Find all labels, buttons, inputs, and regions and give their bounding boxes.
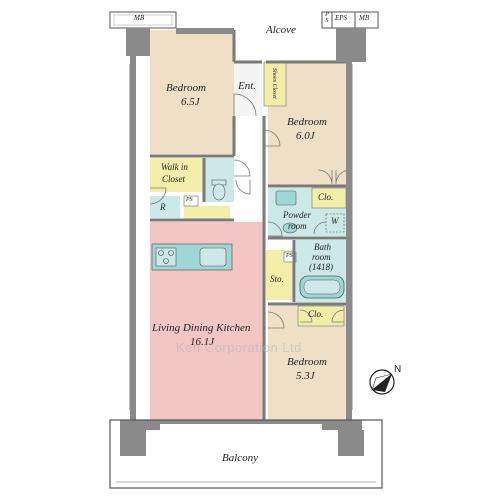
compass-n-label: N xyxy=(394,364,402,375)
washer-label: W xyxy=(331,216,339,226)
ps-mid-label: PS xyxy=(186,197,193,203)
bedroom-ne-size: 6.0J xyxy=(296,130,315,142)
stove xyxy=(155,247,177,267)
outer-walls xyxy=(120,28,366,456)
r-closet-label: R xyxy=(160,202,166,212)
walk-in-closet-label-2: Closet xyxy=(162,174,186,184)
powder-room-label-1: Powder xyxy=(283,210,311,220)
bath-room-label-1: Bath xyxy=(314,242,331,252)
wash-basin xyxy=(275,190,297,206)
storage-small-floor xyxy=(184,206,230,220)
ps-bath-box xyxy=(283,251,297,263)
ps-top-label: P S xyxy=(325,12,329,24)
watermark: Ken Corporation Ltd xyxy=(176,340,302,355)
clo-lower-floor xyxy=(297,305,345,327)
bedroom-nw-floor xyxy=(150,30,234,154)
walk-in-closet-floor xyxy=(150,158,204,192)
ldk-name: Living Dining Kitchen xyxy=(152,322,251,334)
r-closet-floor xyxy=(150,196,180,218)
ldk-size: 16.1J xyxy=(190,336,215,348)
eps-label: EPS xyxy=(335,14,348,22)
bath-room-label-3: (1418) xyxy=(309,262,333,272)
windows xyxy=(129,64,353,410)
bedroom-se-size: 5.3J xyxy=(296,370,315,382)
bedroom-nw-size: 6.5J xyxy=(181,96,200,108)
alcove-label: Alcove xyxy=(266,24,296,36)
mb-left-label: MB xyxy=(134,14,145,22)
interior-walls xyxy=(150,30,350,420)
balcony-label: Balcony xyxy=(222,452,259,464)
clo-lower-label: Clo. xyxy=(308,309,324,319)
ps-bath-label: PS xyxy=(286,253,293,259)
bedroom-nw-name: Bedroom xyxy=(166,82,206,94)
storage-label: Sto. xyxy=(270,274,284,284)
ps-mid-box xyxy=(183,195,199,207)
powder-room-label-2: room xyxy=(288,221,307,231)
sink xyxy=(199,247,227,267)
walk-in-closet-label-1: Walk in xyxy=(161,162,188,172)
entrance-label: Ent. xyxy=(238,80,257,92)
bedroom-se-name: Bedroom xyxy=(287,356,327,368)
compass-icon xyxy=(369,369,395,395)
entrance-floor xyxy=(234,62,262,116)
bath-room-label-2: room xyxy=(312,252,331,262)
balcony-outline xyxy=(109,419,383,489)
clo-upper-label: Clo. xyxy=(318,192,334,202)
toilet-bowl xyxy=(212,183,226,201)
powder-toilet xyxy=(282,222,298,234)
bedroom-ne-name: Bedroom xyxy=(287,116,327,128)
shoes-closet-label: Shoes Closet xyxy=(270,68,277,99)
door-swings xyxy=(149,93,351,329)
mb-right-label: MB xyxy=(359,14,370,22)
washer-space xyxy=(325,213,345,233)
